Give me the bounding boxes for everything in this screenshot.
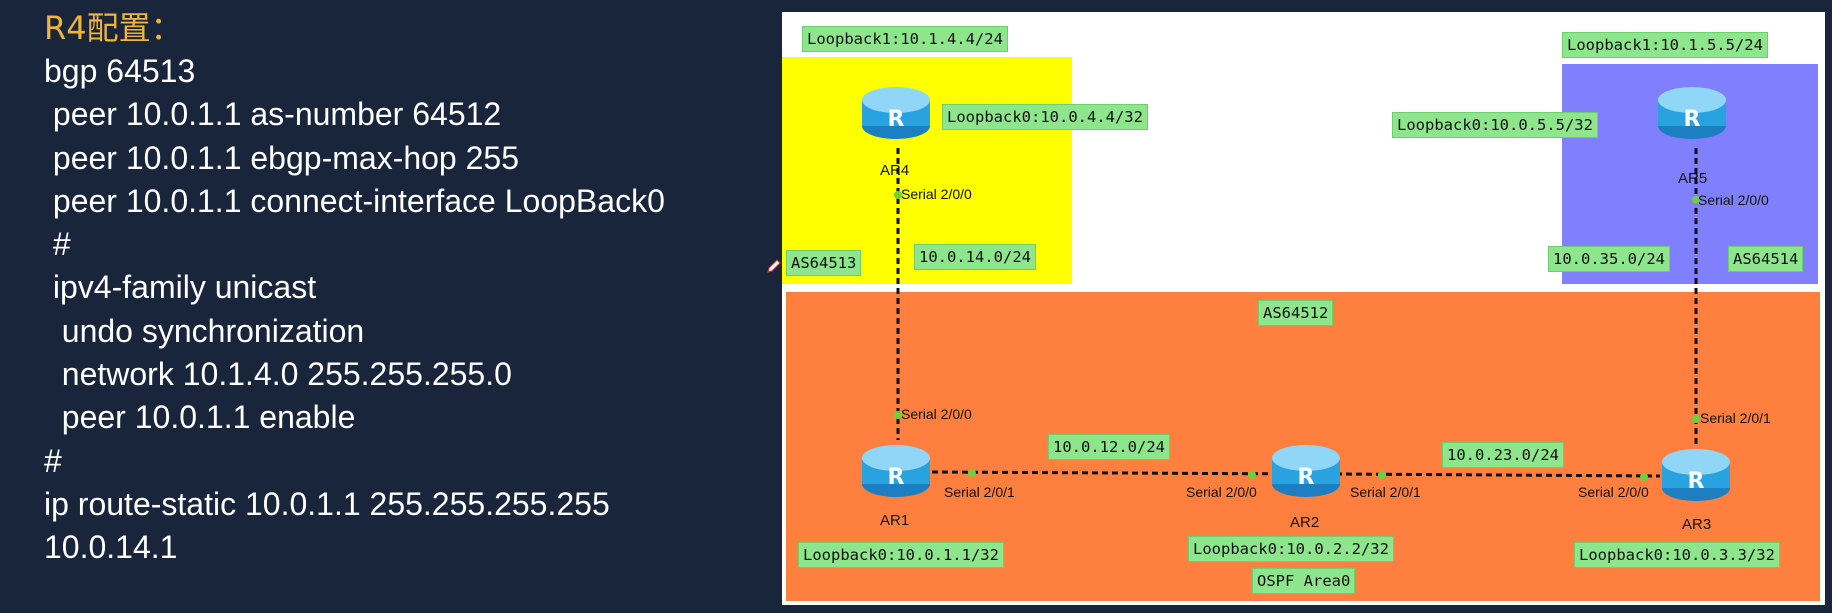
interface-dot bbox=[1378, 471, 1386, 479]
tag-ospf-area0: OSPF Area0 bbox=[1252, 568, 1356, 594]
tag-ar3-loopback0: Loopback0:10.0.3.3/32 bbox=[1574, 542, 1780, 568]
interface-dot bbox=[1692, 196, 1700, 204]
interface-dot bbox=[1640, 473, 1648, 481]
interface-label: Serial 2/0/1 bbox=[1700, 410, 1771, 426]
svg-text:R: R bbox=[1684, 107, 1701, 132]
device-label-ar4: AR4 bbox=[880, 162, 910, 179]
interface-dot bbox=[968, 469, 976, 477]
interface-label: Serial 2/0/0 bbox=[901, 406, 972, 422]
router-icon[interactable]: R bbox=[860, 440, 932, 500]
interface-label: Serial 2/0/1 bbox=[944, 484, 1015, 500]
link-layer bbox=[896, 148, 1698, 478]
config-title: R4配置： bbox=[44, 9, 183, 47]
tag-ar2-loopback0: Loopback0:10.0.2.2/32 bbox=[1188, 536, 1394, 562]
router-icon[interactable]: R bbox=[1270, 440, 1342, 500]
config-line: peer 10.0.1.1 enable bbox=[44, 399, 356, 436]
tag-as64512: AS64512 bbox=[1258, 300, 1334, 326]
interface-dot bbox=[1248, 471, 1256, 479]
tag-as64514: AS64514 bbox=[1728, 246, 1804, 272]
config-line: bgp 64513 bbox=[44, 53, 196, 89]
interface-dot bbox=[1692, 415, 1700, 423]
interface-dot bbox=[894, 411, 902, 419]
svg-text:R: R bbox=[888, 465, 905, 490]
interface-label: Serial 2/0/0 bbox=[901, 186, 972, 202]
tag-ar4-loopback1: Loopback1:10.1.4.4/24 bbox=[802, 26, 1008, 52]
device-label-ar3: AR3 bbox=[1682, 516, 1712, 533]
router-icon[interactable]: R bbox=[1656, 82, 1728, 142]
config-panel: R4配置： bgp 64513 peer 10.0.1.1 as-number … bbox=[44, 6, 774, 606]
tag-net-10-0-35: 10.0.35.0/24 bbox=[1548, 246, 1670, 272]
pencil-icon bbox=[767, 259, 781, 273]
config-line: # bbox=[44, 442, 62, 479]
interface-label: Serial 2/0/0 bbox=[1186, 484, 1257, 500]
router-icon[interactable]: R bbox=[860, 82, 932, 142]
interface-dot bbox=[894, 191, 902, 199]
tag-ar5-loopback0: Loopback0:10.0.5.5/32 bbox=[1392, 112, 1598, 138]
link-ar2-ar3 bbox=[1335, 472, 1661, 478]
tag-ar5-loopback1: Loopback1:10.1.5.5/24 bbox=[1562, 32, 1768, 58]
device-label-ar2: AR2 bbox=[1290, 514, 1320, 531]
svg-text:R: R bbox=[1298, 465, 1315, 490]
svg-text:R: R bbox=[888, 107, 905, 132]
device-label-ar1: AR1 bbox=[880, 512, 910, 529]
device-label-ar5: AR5 bbox=[1678, 170, 1708, 187]
interface-label: Serial 2/0/0 bbox=[1578, 484, 1649, 500]
tag-net-10-0-12: 10.0.12.0/24 bbox=[1048, 434, 1170, 460]
config-line: peer 10.0.1.1 ebgp-max-hop 255 bbox=[44, 139, 519, 176]
topology-diagram: R R R R R Loopback1:10.1.4.4/24 Loopback… bbox=[782, 12, 1825, 605]
tag-ar1-loopback0: Loopback0:10.0.1.1/32 bbox=[798, 542, 1004, 568]
config-line: ip route-static 10.0.1.1 255.255.255.255 bbox=[44, 485, 610, 522]
config-line: ipv4-family unicast bbox=[44, 269, 317, 306]
tag-net-10-0-14: 10.0.14.0/24 bbox=[914, 244, 1036, 270]
config-line: # bbox=[44, 226, 71, 263]
config-line: peer 10.0.1.1 as-number 64512 bbox=[44, 96, 502, 133]
svg-text:R: R bbox=[1688, 469, 1705, 494]
router-icon[interactable]: R bbox=[1660, 444, 1732, 504]
interface-label: Serial 2/0/0 bbox=[1698, 192, 1769, 208]
interface-label: Serial 2/0/1 bbox=[1350, 484, 1421, 500]
tag-net-10-0-23: 10.0.23.0/24 bbox=[1442, 442, 1564, 468]
config-line: network 10.1.4.0 255.255.255.0 bbox=[44, 356, 512, 393]
config-line: undo synchronization bbox=[44, 312, 365, 349]
config-line: peer 10.0.1.1 connect-interface LoopBack… bbox=[44, 182, 665, 219]
tag-ar4-loopback0: Loopback0:10.0.4.4/32 bbox=[942, 104, 1148, 130]
tag-as64513: AS64513 bbox=[786, 250, 862, 276]
config-line: 10.0.14.1 bbox=[44, 529, 178, 566]
link-ar1-ar2 bbox=[931, 470, 1305, 476]
